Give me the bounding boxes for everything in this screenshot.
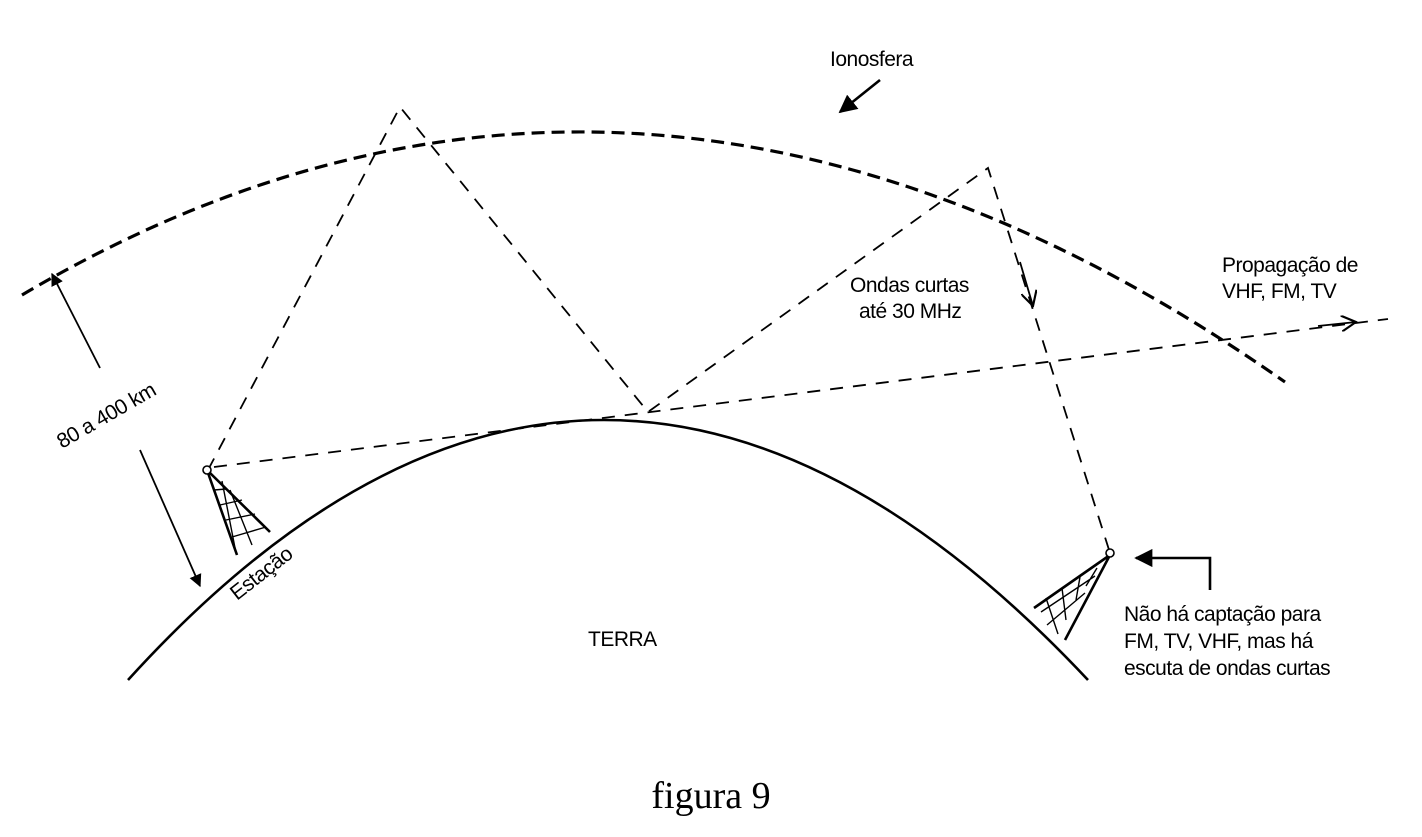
receiver-note-line1: Não há captação para bbox=[1124, 603, 1321, 626]
short-wave-path bbox=[207, 105, 1111, 554]
altitude-arrow-down bbox=[139, 449, 202, 588]
receiver-note-line2: FM, TV, VHF, mas há bbox=[1124, 630, 1314, 653]
ionosphere-label: Ionosfera bbox=[830, 48, 914, 71]
receiver-tower-icon bbox=[1033, 548, 1115, 641]
earth-label: TERRA bbox=[588, 628, 657, 651]
altitude-label: 80 a 400 km bbox=[53, 378, 160, 453]
ionosphere-arc bbox=[21, 130, 1286, 384]
receiver-callout-arrow bbox=[1134, 548, 1212, 590]
vhf-path bbox=[213, 318, 1389, 468]
figure-caption: figura 9 bbox=[651, 775, 770, 817]
receiver-note-line3: escuta de ondas curtas bbox=[1124, 657, 1330, 680]
short-waves-label-line1: Ondas curtas bbox=[850, 274, 969, 297]
short-wave-direction-arrow bbox=[1019, 261, 1033, 306]
vhf-direction-arrow bbox=[1317, 322, 1356, 326]
vhf-label-line2: VHF, FM, TV bbox=[1222, 280, 1337, 303]
vhf-label-line1: Propagação de bbox=[1222, 254, 1358, 277]
transmitter-tower-icon bbox=[202, 465, 271, 556]
ionosphere-pointer-arrow bbox=[838, 78, 881, 114]
altitude-arrow-up bbox=[51, 272, 101, 369]
earth-surface-arc bbox=[127, 418, 1089, 681]
short-waves-label-line2: até 30 MHz bbox=[859, 300, 961, 323]
